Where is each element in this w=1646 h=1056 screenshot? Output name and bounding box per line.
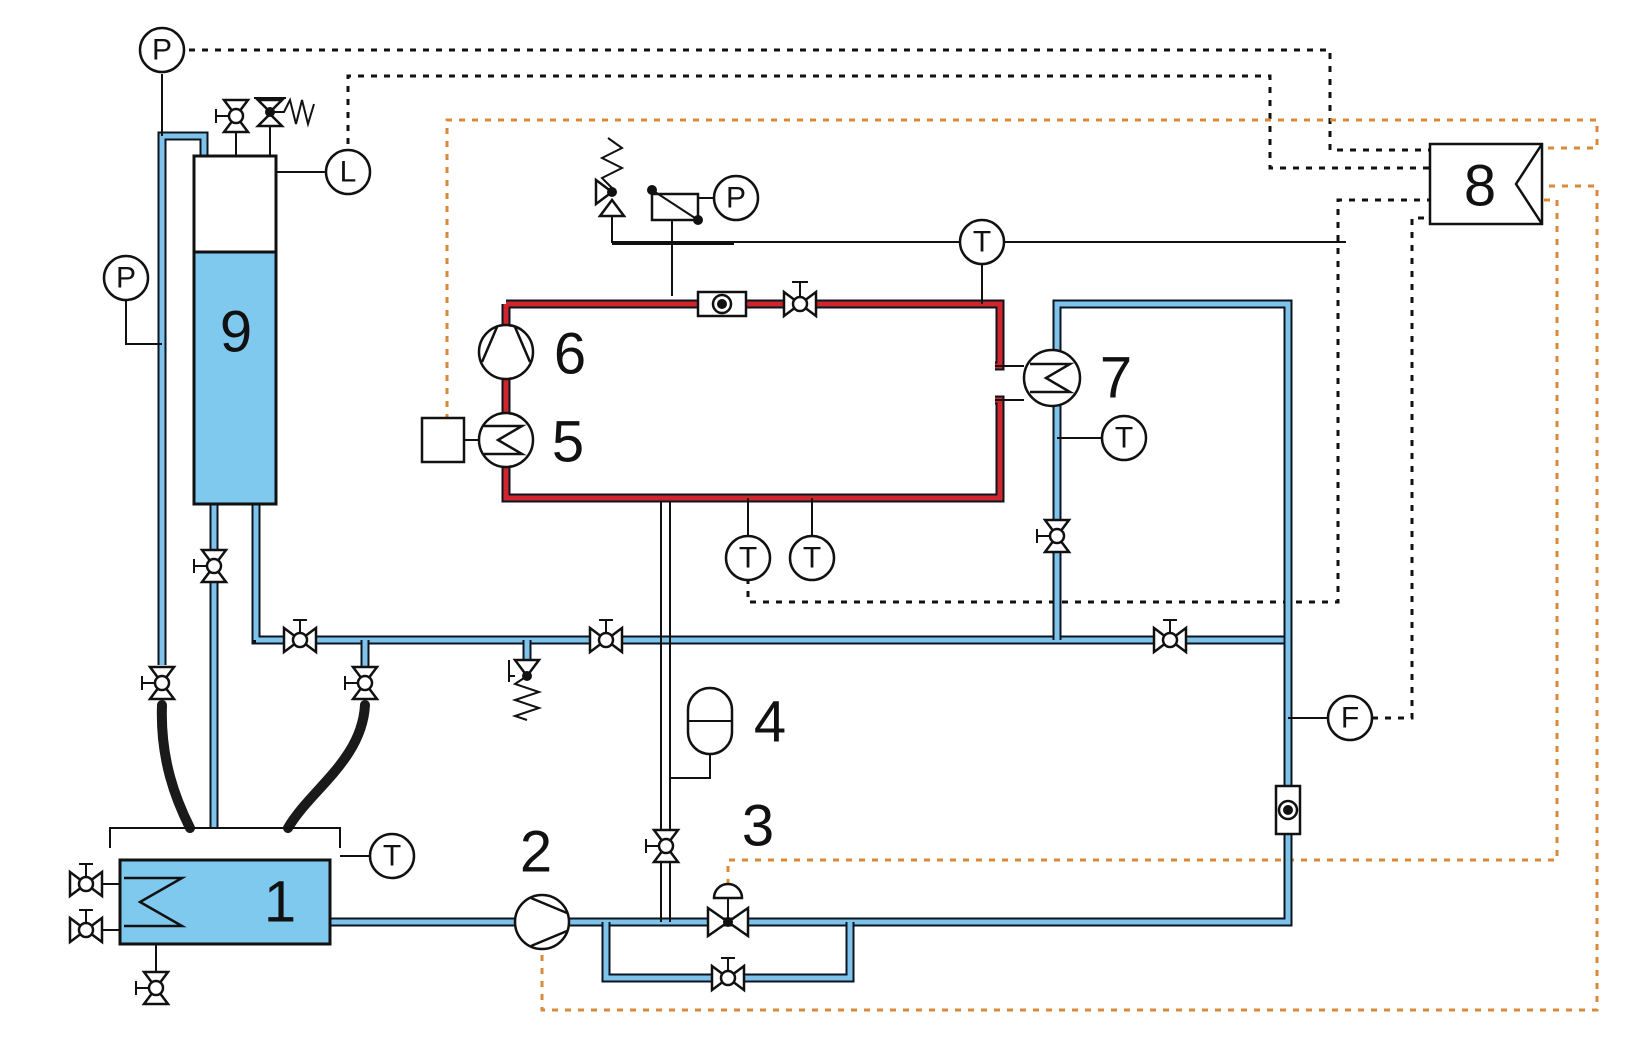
valve-main-left[interactable] bbox=[282, 619, 318, 655]
pressure-gauge-hot-loop: P bbox=[712, 174, 760, 222]
valve-tank9-bottom[interactable] bbox=[193, 548, 229, 584]
heater-exchanger: 5 bbox=[420, 410, 584, 475]
safety-valve-hot bbox=[594, 137, 1346, 243]
svg-text:T: T bbox=[1115, 422, 1133, 455]
flow-meter: F bbox=[1326, 694, 1374, 742]
valve-vessel-drain[interactable] bbox=[645, 828, 681, 864]
main-pump[interactable]: 2 bbox=[513, 820, 571, 951]
svg-text:F: F bbox=[1341, 702, 1359, 735]
valve-exchanger-supply[interactable] bbox=[1036, 518, 1072, 554]
valve-hose-right[interactable] bbox=[344, 665, 380, 701]
svg-text:T: T bbox=[739, 542, 757, 575]
valve-reservoir-bottom[interactable] bbox=[135, 944, 171, 1006]
right-hose bbox=[283, 700, 370, 833]
svg-text:T: T bbox=[973, 226, 991, 259]
reservoir-number: 1 bbox=[264, 870, 296, 935]
svg-text:L: L bbox=[340, 156, 357, 189]
power-line-pump bbox=[540, 184, 1599, 1012]
heat-exchanger-number: 7 bbox=[1100, 346, 1132, 411]
power-line-heater bbox=[445, 118, 1599, 420]
control-valve[interactable]: 3 bbox=[706, 794, 774, 939]
temperature-sensor-hot-bottom-right: T bbox=[788, 534, 836, 582]
flow-indicator-hot bbox=[696, 290, 748, 318]
power-lines bbox=[445, 118, 1599, 1012]
level-gauge: L bbox=[324, 148, 372, 196]
svg-text:P: P bbox=[152, 34, 172, 67]
expansion-vessel: 4 bbox=[670, 686, 786, 779]
instrument-gauges: P P L P T T bbox=[102, 26, 1374, 880]
svg-text:T: T bbox=[383, 840, 401, 873]
circulation-pump-number: 6 bbox=[554, 322, 586, 387]
signal-lines bbox=[176, 48, 1430, 720]
expansion-vessel-number: 4 bbox=[754, 690, 786, 755]
svg-text:P: P bbox=[726, 182, 746, 215]
svg-text:T: T bbox=[803, 542, 821, 575]
valve-main-right[interactable] bbox=[1152, 619, 1188, 655]
valve-main-center[interactable] bbox=[588, 619, 624, 655]
expansion-tank-number: 9 bbox=[220, 300, 252, 365]
reservoir: 1 bbox=[109, 827, 341, 946]
circulation-pump[interactable]: 6 bbox=[477, 322, 586, 387]
temperature-sensor-hot-bottom-left: T bbox=[724, 534, 772, 582]
valve-hot-loop[interactable] bbox=[782, 281, 818, 319]
left-hose bbox=[156, 700, 195, 833]
safety-valve-tank9 bbox=[254, 97, 315, 156]
heat-exchanger: 7 bbox=[995, 346, 1132, 411]
valve-left-riser[interactable] bbox=[141, 665, 177, 701]
signal-line-top-pressure bbox=[176, 48, 1430, 152]
valve-bypass[interactable] bbox=[710, 957, 746, 993]
controller: 8 bbox=[1428, 142, 1544, 226]
main-pump-number: 2 bbox=[520, 820, 552, 885]
power-line-control-valve bbox=[726, 198, 1559, 885]
temperature-sensor-reservoir: T bbox=[368, 832, 416, 880]
valve-tank9-top-left[interactable] bbox=[215, 98, 251, 156]
svg-text:P: P bbox=[116, 262, 136, 295]
valves bbox=[68, 98, 1188, 1006]
safety-valve-main bbox=[508, 658, 543, 721]
signal-line-flow bbox=[1372, 216, 1430, 720]
expansion-tank: 9 bbox=[192, 154, 278, 506]
signal-line-temperature-bottom bbox=[746, 198, 1430, 604]
control-valve-number: 3 bbox=[742, 794, 774, 859]
pressure-gauge-riser: P bbox=[102, 254, 150, 302]
signal-line-level bbox=[346, 74, 1430, 170]
temperature-sensor-hot-top: T bbox=[958, 218, 1006, 266]
temperature-sensor-exchanger: T bbox=[1100, 414, 1148, 462]
controller-number: 8 bbox=[1464, 154, 1496, 219]
pressure-switch bbox=[612, 185, 734, 296]
pressure-gauge-top: P bbox=[138, 26, 186, 74]
valve-reservoir-left-lower[interactable] bbox=[68, 909, 120, 945]
flow-indicator-return bbox=[1274, 784, 1302, 836]
valve-reservoir-left-upper[interactable] bbox=[68, 863, 120, 899]
heater-exchanger-number: 5 bbox=[552, 410, 584, 475]
